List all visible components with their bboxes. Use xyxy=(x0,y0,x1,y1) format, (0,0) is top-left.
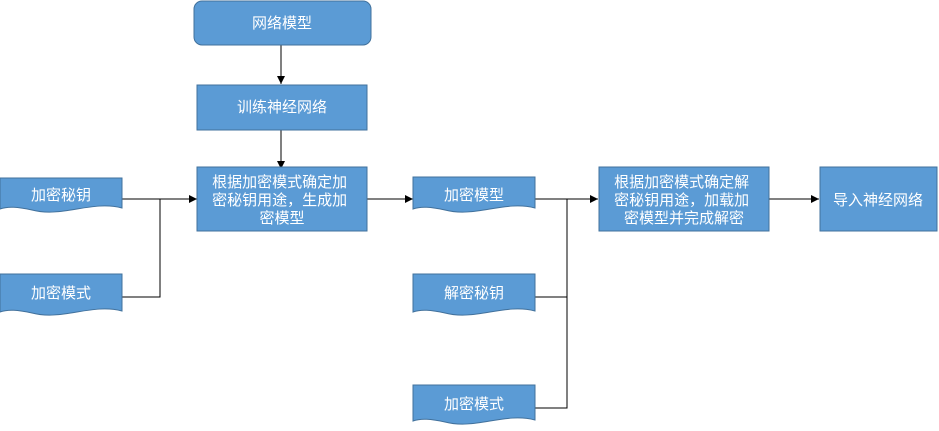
node-decrypt-line-1: 根据加密模式确定解 xyxy=(614,173,749,191)
node-encryption-mode-left: 加密模式 xyxy=(0,273,123,316)
node-decrypt-model-text: 根据加密模式确定解 密秘钥用途，加载加 密模型并完成解密 xyxy=(614,173,754,227)
node-import-network-label: 导入神经网络 xyxy=(833,191,923,209)
node-network-model: 网络模型 xyxy=(193,0,372,46)
node-decrypt-line-3: 密模型并完成解密 xyxy=(624,209,744,227)
node-decrypt-model: 根据加密模式确定解 密秘钥用途，加载加 密模型并完成解密 xyxy=(598,166,770,232)
edge-encmode-to-generate xyxy=(122,199,161,298)
node-encryption-mode-left-label: 加密模式 xyxy=(31,284,91,302)
node-decryption-key: 解密秘钥 xyxy=(412,273,536,316)
node-generate-line-1: 根据加密模式确定加 xyxy=(212,173,347,191)
node-encrypted-model: 加密模型 xyxy=(412,176,536,213)
node-generate-line-2: 密秘钥用途，生成加 xyxy=(212,191,347,209)
node-generate-encrypted-model: 根据加密模式确定加 密秘钥用途，生成加 密模型 xyxy=(196,166,368,232)
node-encrypted-model-label: 加密模型 xyxy=(444,186,504,204)
node-train-network-label: 训练神经网络 xyxy=(237,98,327,116)
node-import-network: 导入神经网络 xyxy=(819,166,938,232)
node-encryption-key-label: 加密秘钥 xyxy=(31,186,91,204)
node-encryption-mode-bottom-label: 加密模式 xyxy=(444,395,504,413)
node-generate-line-3: 密模型 xyxy=(259,209,304,227)
node-network-model-label: 网络模型 xyxy=(252,14,312,32)
node-generate-encrypted-model-text: 根据加密模式确定加 密秘钥用途，生成加 密模型 xyxy=(212,173,352,227)
node-decryption-key-label: 解密秘钥 xyxy=(444,284,504,302)
connectors xyxy=(122,45,819,409)
node-encryption-key: 加密秘钥 xyxy=(0,177,123,213)
node-train-network: 训练神经网络 xyxy=(196,84,368,131)
node-encryption-mode-bottom: 加密模式 xyxy=(412,384,536,425)
edge-encmode2-to-decrypt xyxy=(535,297,568,409)
edge-deckey-to-decrypt xyxy=(535,199,568,298)
node-decrypt-line-2: 密秘钥用途，加载加 xyxy=(614,191,749,209)
